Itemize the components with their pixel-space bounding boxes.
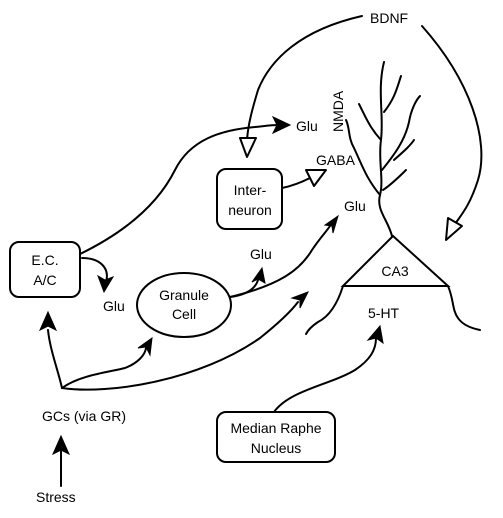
bdnf-arrows: [239, 15, 483, 241]
granule-to-ca3-glu-arrow: [229, 214, 339, 298]
interneuron-label-line1: Inter-: [234, 182, 267, 198]
stress-to-gcs-arrow: [51, 434, 71, 487]
glu-left-label: Glu: [103, 298, 125, 314]
stress-label: Stress: [36, 489, 76, 505]
median-raphe-box: [216, 411, 336, 463]
granule-label-line1: Granule: [159, 287, 209, 303]
interneuron-box: [216, 168, 283, 230]
interneuron-to-gaba-arrow: [281, 169, 327, 189]
glu-granule-label: Glu: [250, 246, 272, 262]
bdnf-to-glu-arrowhead: [239, 137, 257, 158]
bdnf-label: BDNF: [370, 10, 408, 26]
ec-to-glu-top-arrow: [77, 115, 292, 256]
median-raphe-label-line1: Median Raphe: [230, 420, 321, 436]
raphe-to-5ht-arrow: [273, 324, 384, 413]
gcs-to-ca3-arrowhead: [290, 291, 310, 309]
ec-label-line1: E.C.: [31, 252, 58, 268]
gcs-to-granule-arrowhead: [137, 336, 153, 357]
ca3-soma-triangle: [340, 234, 451, 287]
ec-box: [9, 241, 81, 298]
ca3-label: CA3: [381, 263, 408, 279]
ec-label-line2: A/C: [33, 272, 56, 288]
ca3-dendrite-tree: [345, 61, 421, 237]
glu-top-label: Glu: [296, 118, 318, 134]
granule-cell-ellipse: [136, 272, 232, 338]
gcs-to-ec-arrowhead: [38, 310, 58, 332]
gcs-label: GCs (via GR): [42, 408, 126, 424]
serotonin-label: 5-HT: [368, 305, 400, 321]
glu-ca3-label: Glu: [344, 198, 366, 214]
ca3-basal-dendrites: [305, 285, 481, 335]
nmda-label: NMDA: [330, 90, 346, 132]
gcs-arrows: [38, 291, 310, 391]
gaba-label: GABA: [316, 152, 356, 168]
bdnf-to-ca3-arrowhead: [445, 217, 463, 241]
median-raphe-label-line2: Nucleus: [251, 440, 302, 456]
granule-label-line2: Cell: [172, 306, 196, 322]
ec-to-glu-left-arrow: [81, 257, 115, 294]
interneuron-label-line2: neuron: [228, 202, 272, 218]
